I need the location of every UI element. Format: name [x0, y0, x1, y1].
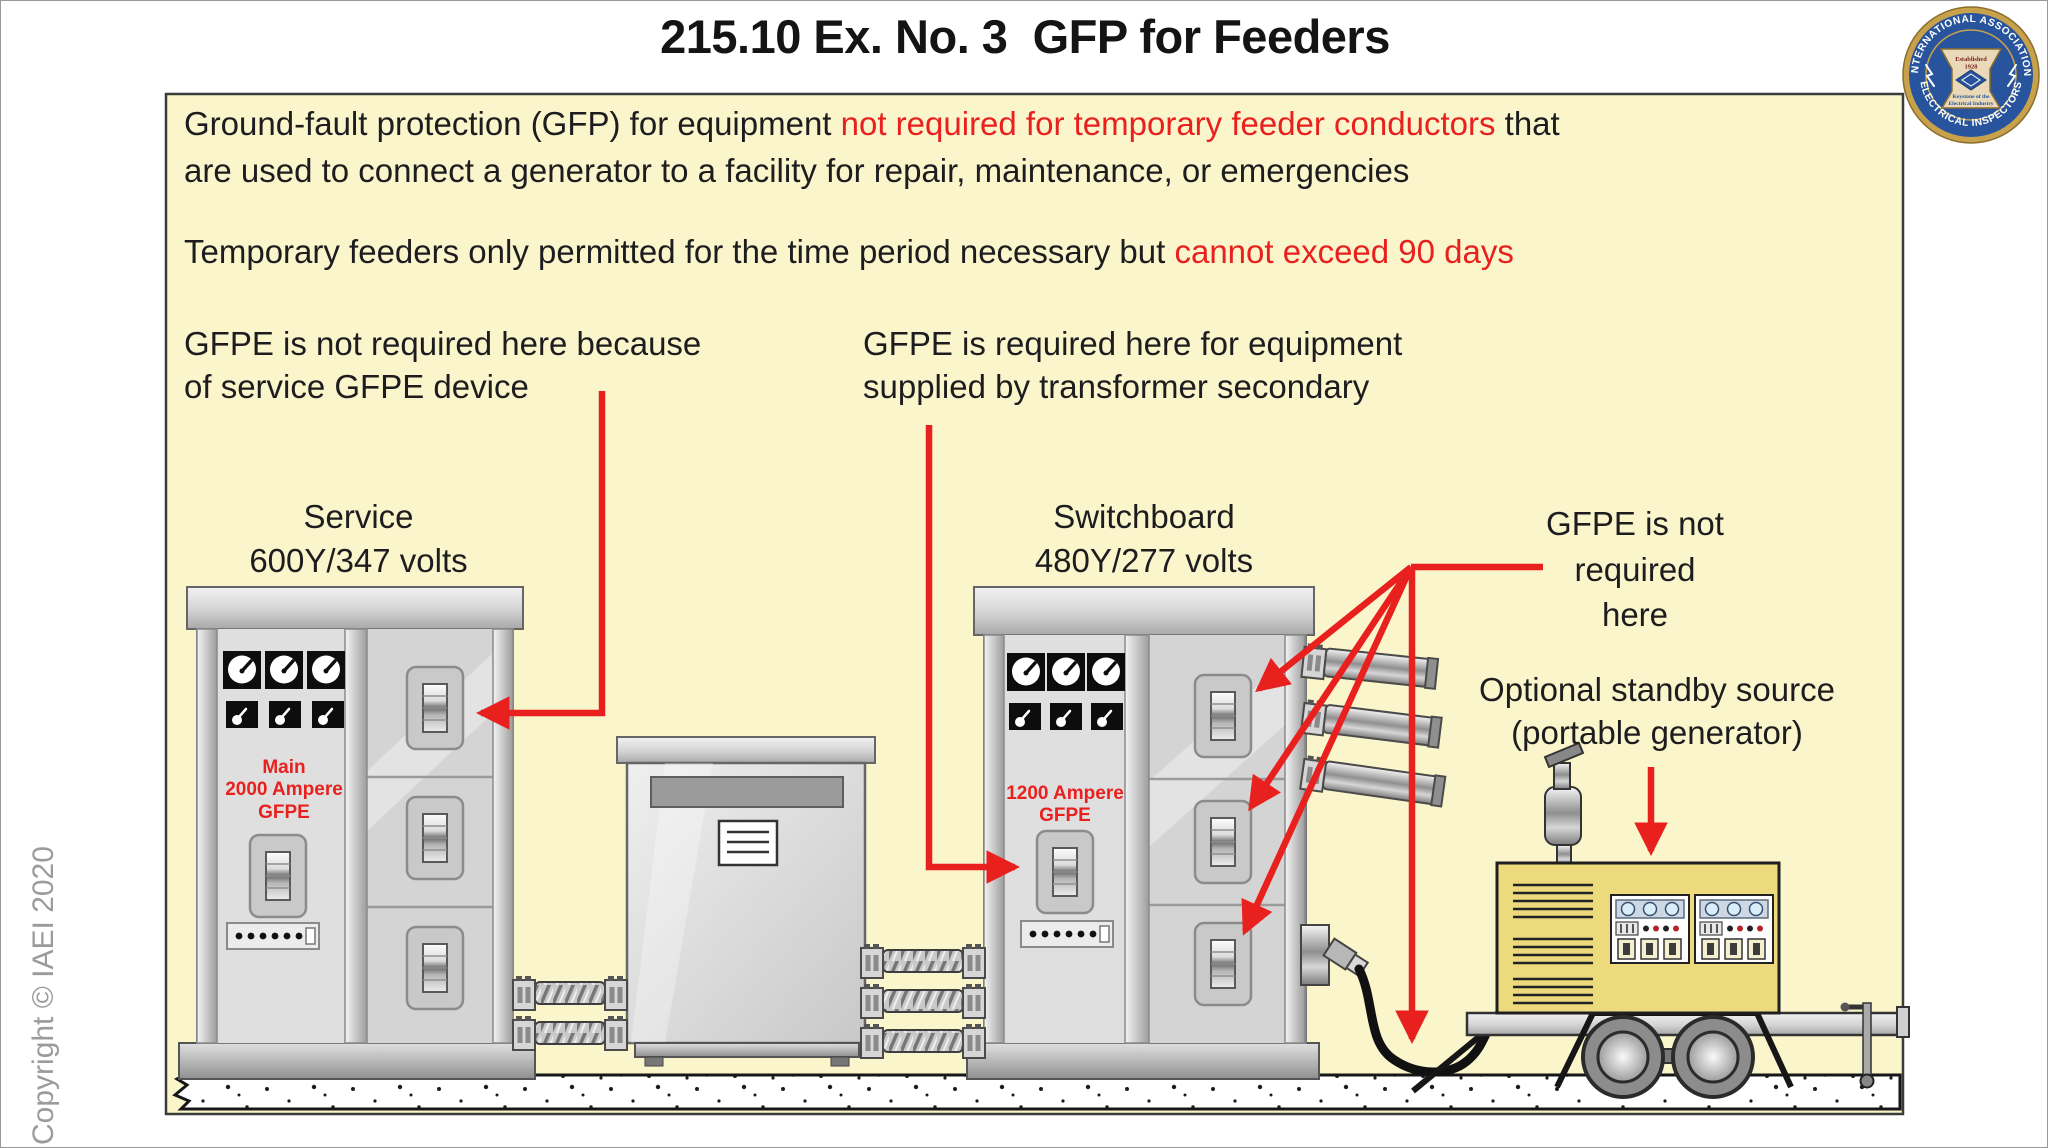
switchboard-feeder-breaker-2 [1193, 799, 1253, 885]
transformer [616, 736, 876, 1067]
label-switchboard: Switchboard 480Y/277 volts [1034, 498, 1254, 579]
switchboard-indicator-strip [1020, 920, 1114, 948]
feeder-conduit-stubs [1299, 642, 1447, 808]
arrow-feeder-3 [1241, 565, 1414, 936]
service-feeder-breaker-2 [405, 795, 465, 881]
conduits-transformer-to-switchboard [860, 943, 986, 1059]
arrow-feeder-1 [1255, 564, 1414, 693]
muffler [1543, 741, 1585, 866]
label-service: Service 600Y/347 volts [249, 498, 468, 579]
switchboard-feeder-breaker-3 [1193, 921, 1253, 1007]
note-gfp-exception: Ground-fault protection (GFP) for equipm… [184, 105, 1560, 189]
switchboard-main-breaker [1035, 829, 1095, 915]
conduits-service-to-transformer [512, 975, 628, 1051]
service-feeder-breaker-3 [405, 925, 465, 1011]
generator-control-panel-2 [1694, 894, 1774, 964]
logo-diamond-icon [1955, 69, 1987, 91]
logo-keystone-text: Keystone of the [1953, 94, 1990, 100]
callout-standby-source: Optional standby source (portable genera… [1479, 671, 1835, 751]
svg-text:1928: 1928 [1965, 64, 1978, 71]
generator-vents [1513, 883, 1593, 1005]
annotation-arrows [475, 391, 1668, 1045]
logo-established: Established [1955, 56, 1987, 63]
label-service-main-rating: Main 2000 Ampere GFPE [225, 757, 343, 823]
arrow-service-gfpe [475, 391, 606, 730]
service-indicator-strip [226, 922, 320, 950]
switchboard-feeder-breaker-1 [1193, 673, 1253, 759]
callout-service-gfpe: GFPE is not required here because of ser… [184, 325, 702, 405]
note-90-days: Temporary feeders only permitted for the… [184, 233, 1514, 270]
lightning-bolt-icon [2007, 64, 2017, 87]
floor [172, 1073, 1902, 1111]
svg-text:Electrical Industry: Electrical Industry [1948, 101, 1993, 107]
copyright-notice: Copyright © IAEI 2020 [27, 846, 60, 1145]
page-title: 215.10 Ex. No. 3 GFP for Feeders [660, 10, 1390, 63]
service-feeder-breaker-1 [405, 665, 465, 751]
switchboard-480 [966, 586, 1320, 1080]
lightning-bolt-icon [1925, 64, 1935, 87]
service-main-breaker [248, 833, 308, 919]
wheel-left [1581, 1015, 1665, 1099]
generator-control-panel-1 [1610, 894, 1690, 964]
callout-gfpe-not-required: GFPE is not required here [1546, 505, 1724, 634]
wheel-right [1671, 1015, 1755, 1099]
callout-transformer-secondary: GFPE is required here for equipment supp… [863, 325, 1403, 405]
iaei-logo: INTERNATIONAL ASSOCIATION ELECTRICAL INS… [1901, 5, 2040, 144]
portable-generator [1411, 741, 1910, 1099]
trailer-jack [1840, 1002, 1875, 1089]
arrow-feeder-2 [1248, 565, 1414, 812]
label-switchboard-main-rating: 1200 Ampere GFPE [1006, 783, 1124, 827]
service-switchboard [178, 586, 536, 1080]
arrow-transformer-secondary [925, 425, 1021, 884]
